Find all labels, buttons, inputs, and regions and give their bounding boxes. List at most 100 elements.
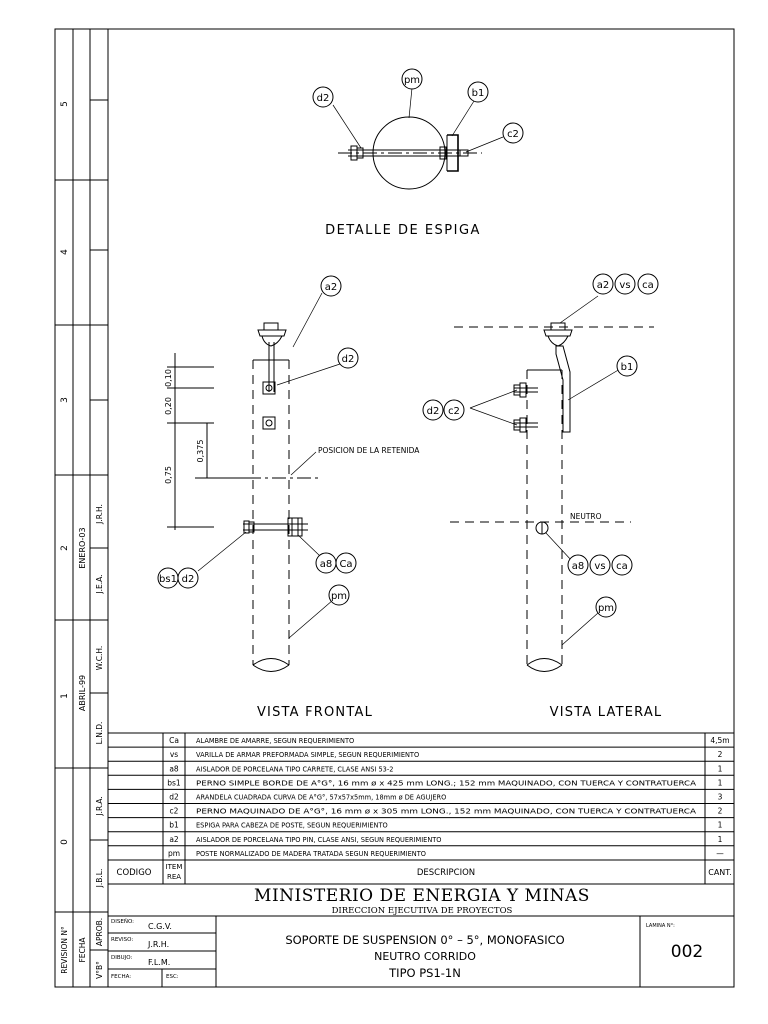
frontal-title: VISTA FRONTAL bbox=[257, 705, 373, 720]
revision-initials-jbl: J.B.L. bbox=[95, 869, 104, 889]
reviso-label: REVISO: bbox=[111, 937, 133, 943]
revision-number-2: 2 bbox=[60, 545, 70, 551]
table-cell-description: VARILLA DE ARMAR PREFORMADA SIMPLE, SEGU… bbox=[196, 751, 419, 759]
header-codigo: CODIGO bbox=[117, 868, 152, 878]
revision-number-0: 0 bbox=[60, 839, 70, 845]
table-cell-code: b1 bbox=[169, 821, 179, 830]
table-cell-quantity: 1 bbox=[718, 835, 723, 844]
table-cell-code: d2 bbox=[169, 793, 179, 802]
table-cell-code: c2 bbox=[170, 807, 179, 816]
table-cell-code: Ca bbox=[169, 736, 179, 745]
lateral-label-ca: ca bbox=[642, 280, 654, 291]
lateral-label-vs: vs bbox=[619, 280, 630, 291]
lateral-label-vs-lower: vs bbox=[594, 561, 605, 572]
reviso-value: J.R.H. bbox=[147, 940, 169, 949]
fecha-label: FECHA: bbox=[111, 974, 131, 980]
revision-number-3: 3 bbox=[60, 397, 70, 403]
table-cell-quantity: 3 bbox=[718, 793, 723, 802]
table-cell-quantity: 1 bbox=[718, 764, 723, 773]
bolt-washer-upper bbox=[262, 381, 276, 395]
dim-0-10: 0,10 bbox=[164, 369, 173, 387]
header-item-1: ITEM bbox=[166, 863, 183, 871]
table-cell-quantity: — bbox=[716, 849, 724, 858]
table-cell-quantity: 2 bbox=[718, 807, 723, 816]
dibujo-value: F.L.M. bbox=[148, 958, 170, 967]
lateral-label-a8: a8 bbox=[572, 561, 585, 572]
dim-0-375: 0,375 bbox=[196, 440, 205, 463]
revision-footer-aprob: APROB. bbox=[95, 918, 104, 946]
table-cell-description: PERNO SIMPLE BORDE DE A°G°, 16 mm ø x 42… bbox=[196, 779, 697, 787]
diseno-value: C.G.V. bbox=[148, 922, 172, 931]
table-cell-description: PERNO MAQUINADO DE A°G°, 16 mm ø x 305 m… bbox=[196, 808, 697, 816]
table-cell-code: a8 bbox=[169, 764, 179, 773]
table-cell-description: POSTE NORMALIZADO DE MADERA TRATADA SEGU… bbox=[196, 850, 426, 858]
lateral-label-d2: d2 bbox=[427, 406, 440, 417]
frontal-label-bs1: bs1 bbox=[159, 574, 177, 585]
detail-label-c2: c2 bbox=[507, 129, 519, 140]
table-cell-description: ALAMBRE DE AMARRE, SEGUN REQUERIMIENTO bbox=[196, 737, 354, 745]
drawing-title-1: SOPORTE DE SUSPENSION 0° – 5°, MONOFASIC… bbox=[285, 933, 564, 947]
table-cell-description: AISLADOR DE PORCELANA TIPO CARRETE, CLAS… bbox=[196, 765, 393, 773]
pin-insulator-a2 bbox=[257, 329, 287, 347]
spool-insulator-a8 bbox=[287, 517, 303, 537]
table-cell-description: ESPIGA PARA CABEZA DE POSTE, SEGUN REQUE… bbox=[196, 822, 388, 830]
table-cell-quantity: 2 bbox=[718, 750, 723, 759]
revision-number-1: 1 bbox=[60, 693, 70, 699]
revision-footer-fecha: FECHA bbox=[78, 937, 87, 963]
table-cell-quantity: 1 bbox=[718, 821, 723, 830]
revision-initials-jra: J.R.A. bbox=[95, 796, 104, 816]
revision-initials-jrh: J.R.H. bbox=[95, 504, 104, 525]
lateral-label-a2: a2 bbox=[597, 280, 610, 291]
lamina-number: 002 bbox=[671, 942, 703, 962]
revision-initials-wch: W.C.H. bbox=[95, 646, 104, 670]
frontal-label-d2: d2 bbox=[342, 354, 355, 365]
vista-frontal: 0,10 0,20 0,375 0,75 POSICION DE LA RETE… bbox=[157, 275, 420, 720]
table-cell-description: ARANDELA CUADRADA CURVA DE A°G°, 57x57x5… bbox=[196, 794, 446, 802]
revision-initials-jea: J.E.A. bbox=[95, 574, 104, 594]
lateral-label-pm: pm bbox=[598, 603, 614, 614]
revision-number-5: 5 bbox=[60, 101, 70, 107]
lateral-pin-insulator bbox=[543, 329, 573, 347]
lateral-label-c2: c2 bbox=[448, 406, 460, 417]
esc-label: ESC: bbox=[166, 974, 179, 980]
ministry-title: MINISTERIO DE ENERGIA Y MINAS bbox=[254, 886, 590, 906]
table-cell-code: a2 bbox=[169, 835, 179, 844]
lateral-label-b1: b1 bbox=[621, 362, 634, 373]
revision-number-4: 4 bbox=[60, 249, 70, 255]
detalle-espiga: d2 pm b1 c2 DETALLE DE ESPIGA bbox=[312, 68, 524, 238]
lateral-pin-bracket bbox=[555, 345, 571, 433]
lateral-label-ca-lower: ca bbox=[616, 561, 628, 572]
dim-0-20: 0,20 bbox=[164, 397, 173, 415]
frontal-label-a8: a8 bbox=[320, 559, 333, 570]
retenida-label: POSICION DE LA RETENIDA bbox=[318, 446, 420, 455]
revision-footer-number: REVISION N° bbox=[60, 926, 69, 974]
direction-title: DIRECCION EJECUTIVA DE PROYECTOS bbox=[332, 906, 513, 916]
title-block: MINISTERIO DE ENERGIA Y MINAS DIRECCION … bbox=[108, 886, 734, 987]
materials-table: Ca ALAMBRE DE AMARRE, SEGUN REQUERIMIENTO… bbox=[108, 732, 734, 885]
drawing-title-3: TIPO PS1-1N bbox=[388, 966, 461, 980]
frontal-label-ca: Ca bbox=[339, 559, 352, 570]
nut-left bbox=[356, 147, 364, 159]
dim-0-75: 0,75 bbox=[164, 466, 173, 484]
sheet-border bbox=[54, 28, 735, 988]
detail-title: DETALLE DE ESPIGA bbox=[325, 223, 481, 238]
revision-date-enero: ENERO-03 bbox=[78, 527, 87, 568]
table-cell-quantity: 4,5m bbox=[710, 736, 729, 745]
bolt-washer-lower bbox=[262, 416, 276, 430]
diseno-label: DISEÑO: bbox=[111, 918, 134, 925]
nut-right bbox=[439, 146, 447, 160]
table-cell-code: vs bbox=[170, 750, 178, 759]
detail-label-pm: pm bbox=[404, 75, 420, 86]
header-cant: CANT. bbox=[708, 868, 732, 877]
revision-strip: 5 4 3 2 1 0 ENERO-03 ABRIL-99 J.R.H. J.E… bbox=[55, 29, 109, 987]
table-cell-quantity: 1 bbox=[718, 778, 723, 787]
frontal-label-a2: a2 bbox=[325, 282, 338, 293]
bolt-end-right bbox=[459, 149, 469, 157]
table-cell-code: pm bbox=[168, 849, 180, 858]
revision-initials-lnd: L.N.D. bbox=[95, 722, 104, 745]
lamina-label: LAMINA N°: bbox=[646, 923, 675, 929]
detail-label-d2: d2 bbox=[317, 93, 330, 104]
header-item-2: REA bbox=[167, 873, 181, 881]
drawing-title-2: NEUTRO CORRIDO bbox=[374, 950, 476, 963]
